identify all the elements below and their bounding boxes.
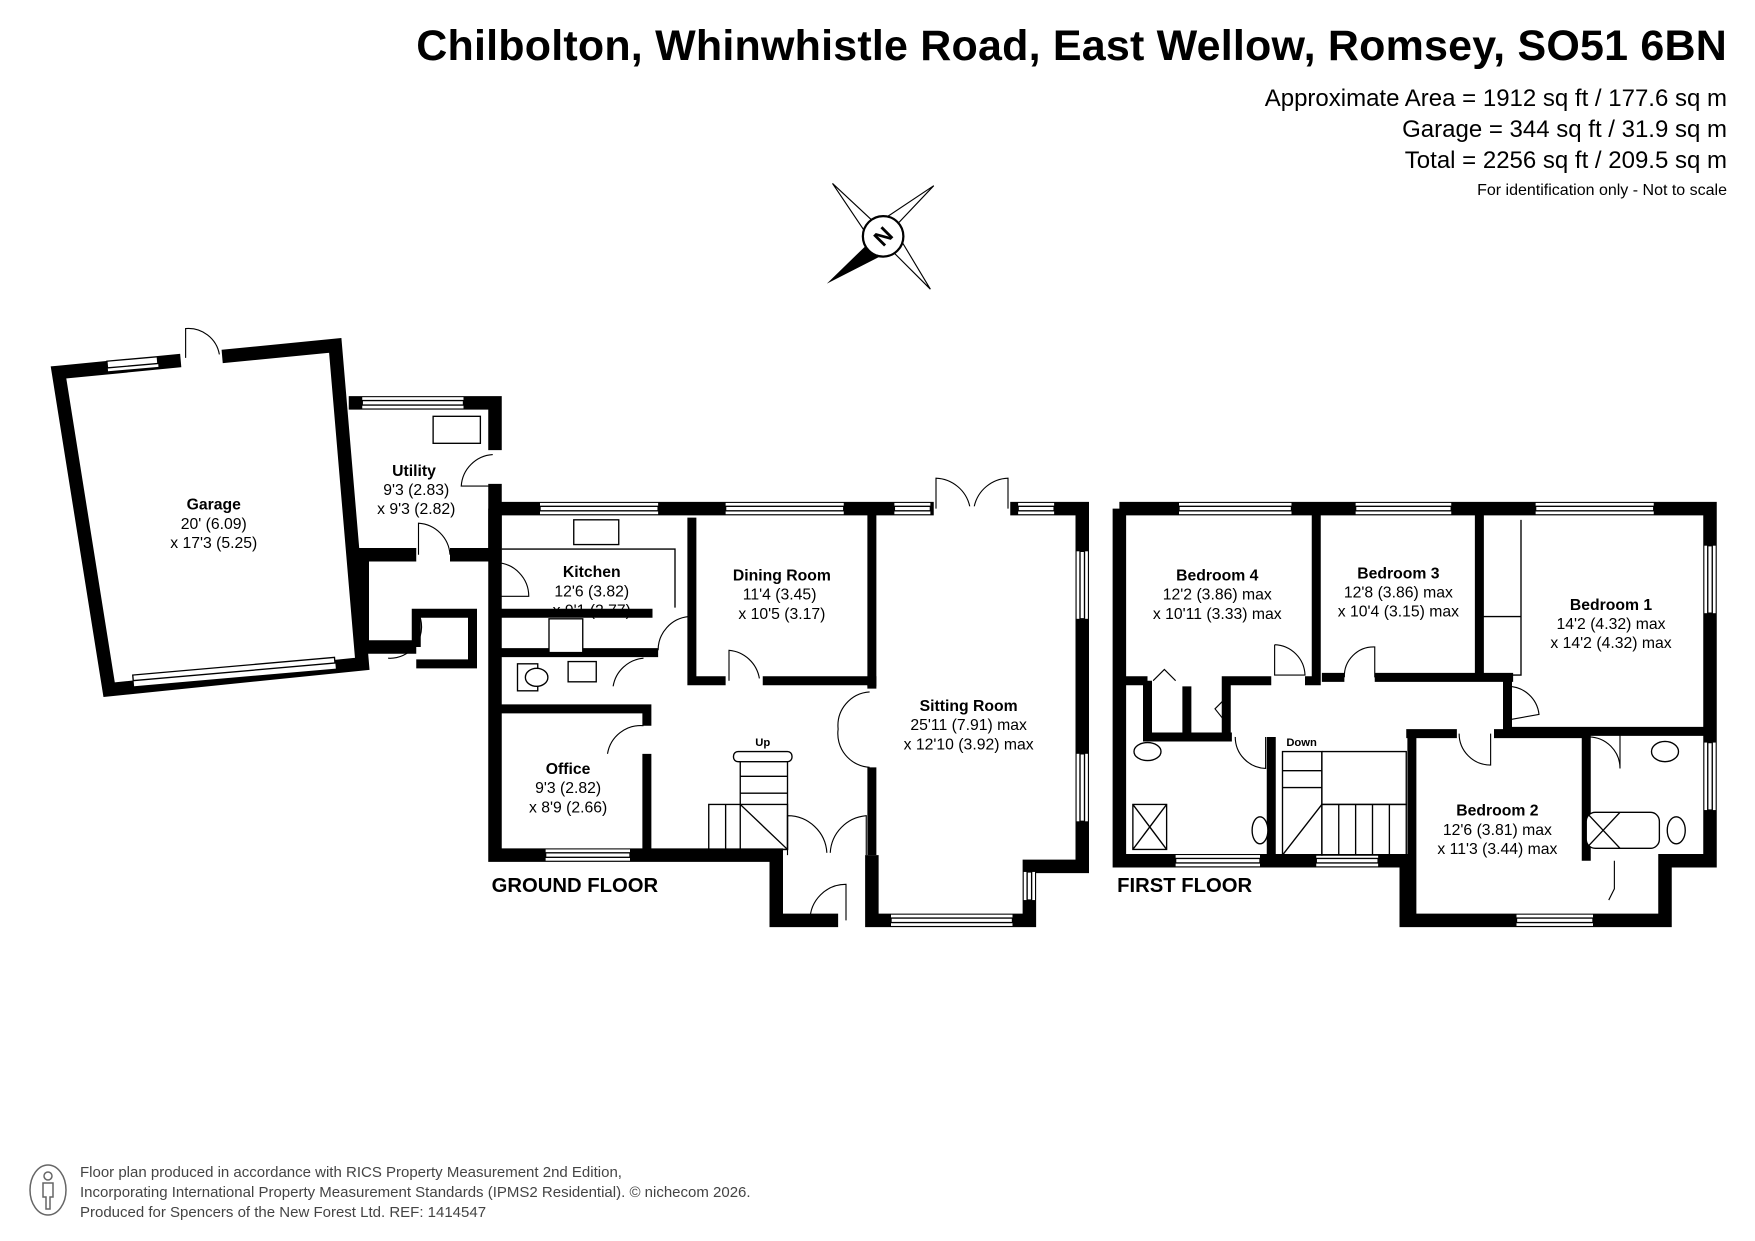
room-sitting-room: Sitting Room 25'11 (7.91) max x 12'10 (3… — [904, 698, 1034, 753]
room-name: Bedroom 3 — [1357, 565, 1440, 582]
room-dimension: x 17'3 (5.25) — [170, 535, 257, 552]
room-dimension: x 10'5 (3.17) — [738, 606, 825, 623]
room-name: Kitchen — [563, 564, 621, 581]
footer-line: Incorporating International Property Mea… — [80, 1184, 751, 1201]
scale-disclaimer: For identification only - Not to scale — [1477, 182, 1727, 199]
room-bedroom-1: Bedroom 1 14'2 (4.32) max x 14'2 (4.32) … — [1550, 597, 1671, 652]
stairs-down-label: Down — [1286, 737, 1317, 749]
room-name: Garage — [187, 497, 242, 514]
room-name: Utility — [392, 463, 436, 480]
room-dimension: 9'3 (2.83) — [383, 482, 449, 499]
stairs-up: Up — [708, 737, 793, 851]
room-name: Office — [546, 761, 591, 778]
footer-disclaimer: Floor plan produced in accordance with R… — [80, 1163, 751, 1223]
room-name: Sitting Room — [920, 698, 1018, 715]
room-dimension: x 9'3 (2.82) — [377, 501, 455, 518]
compass-north-icon: N — [826, 183, 935, 290]
room-dimension: 20' (6.09) — [181, 516, 247, 533]
stairs-up-label: Up — [755, 737, 770, 749]
room-bedroom-3: Bedroom 3 12'8 (3.86) max x 10'4 (3.15) … — [1338, 565, 1459, 620]
stairs-down: Down — [1281, 737, 1407, 856]
room-dimension: x 8'9 (2.66) — [529, 799, 607, 816]
room-name: Bedroom 1 — [1570, 597, 1653, 614]
total-area: Total = 2256 sq ft / 209.5 sq m — [1404, 147, 1727, 174]
room-name: Bedroom 2 — [1456, 803, 1539, 820]
room-dimension: 12'6 (3.82) — [554, 583, 629, 600]
room-name: Dining Room — [733, 568, 831, 585]
room-name: Bedroom 4 — [1176, 568, 1259, 585]
room-dimension: x 10'11 (3.33) max — [1153, 606, 1282, 623]
room-dimension: x 14'2 (4.32) max — [1550, 635, 1671, 652]
room-office: Office 9'3 (2.82) x 8'9 (2.66) — [529, 761, 607, 816]
ground-floor: Up — [488, 477, 1089, 928]
ground-floor-label: GROUND FLOOR — [492, 875, 659, 897]
room-bedroom-2: Bedroom 2 12'6 (3.81) max x 11'3 (3.44) … — [1437, 803, 1557, 858]
room-dimension: x 12'10 (3.92) max — [904, 736, 1034, 753]
room-dimension: 12'2 (3.86) max — [1163, 587, 1272, 604]
room-dimension: 12'6 (3.81) max — [1443, 822, 1552, 839]
room-dimension: 11'4 (3.45) — [743, 587, 817, 604]
footer-line: Produced for Spencers of the New Forest … — [80, 1204, 487, 1221]
room-dimension: x 10'4 (3.15) max — [1338, 604, 1459, 621]
room-dimension: 9'3 (2.82) — [535, 780, 601, 797]
first-floor-label: FIRST FLOOR — [1117, 875, 1252, 897]
room-dimension: x 9'1 (2.77) — [553, 602, 631, 619]
person-scale-icon — [29, 1164, 67, 1216]
property-address-title: Chilbolton, Whinwhistle Road, East Wello… — [416, 22, 1727, 70]
room-dining-room: Dining Room 11'4 (3.45) x 10'5 (3.17) — [733, 568, 831, 623]
footer-line: Floor plan produced in accordance with R… — [80, 1164, 622, 1181]
garage — [50, 327, 370, 698]
room-utility: Utility 9'3 (2.83) x 9'3 (2.82) — [377, 463, 455, 518]
room-garage: Garage 20' (6.09) x 17'3 (5.25) — [170, 497, 257, 552]
first-floor: Down — [1112, 501, 1717, 928]
room-dimension: 14'2 (4.32) max — [1557, 616, 1666, 633]
utility — [348, 396, 502, 669]
approximate-area: Approximate Area = 1912 sq ft / 177.6 sq… — [1264, 85, 1727, 112]
room-kitchen: Kitchen 12'6 (3.82) x 9'1 (2.77) — [553, 564, 631, 619]
room-dimension: 12'8 (3.86) max — [1344, 584, 1453, 601]
room-dimension: 25'11 (7.91) max — [910, 717, 1027, 734]
room-dimension: x 11'3 (3.44) max — [1437, 841, 1557, 858]
room-bedroom-4: Bedroom 4 12'2 (3.86) max x 10'11 (3.33)… — [1153, 568, 1282, 623]
garage-area: Garage = 344 sq ft / 31.9 sq m — [1402, 116, 1727, 143]
